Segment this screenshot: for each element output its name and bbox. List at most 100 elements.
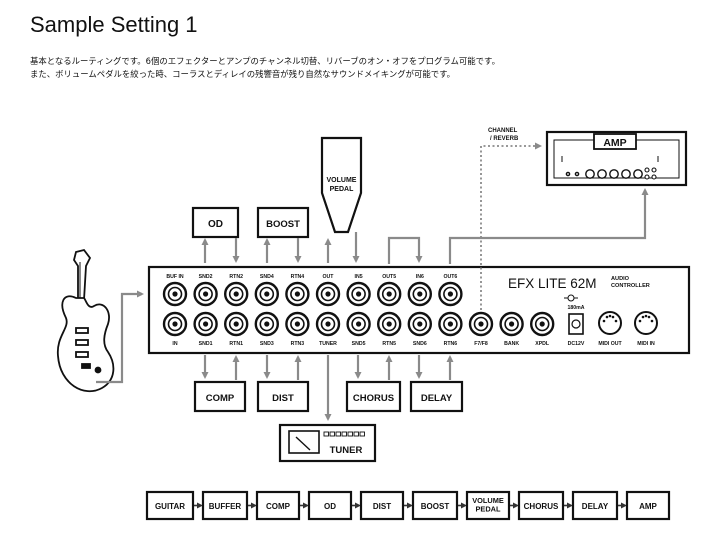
jack-rtn1[interactable]: RTN1 — [223, 311, 249, 347]
amp-knob-icon — [597, 169, 607, 179]
effect-chorus: CHORUS — [345, 380, 402, 413]
power-rating: 180mA — [567, 305, 584, 311]
jack-out[interactable]: OUT — [315, 274, 341, 307]
svg-text:DIST: DIST — [272, 393, 294, 404]
svg-text:COMP: COMP — [206, 393, 235, 404]
jack-snd4-label: SND4 — [260, 274, 274, 280]
amp-jack-icon — [651, 174, 657, 180]
amp-knob-icon — [609, 169, 619, 179]
jack-in5[interactable]: IN5 — [346, 274, 371, 307]
chain-step: COMP — [255, 490, 301, 521]
jack-tuner-label: TUNER — [319, 341, 337, 347]
description-line-1: 基本となるルーティングです。6個のエフェクターとアンプのチャンネル切替、リバーブ… — [30, 56, 500, 66]
svg-text:TUNER: TUNER — [330, 445, 363, 456]
jack-rtn6[interactable]: RTN6 — [438, 311, 463, 347]
jack-rtn3[interactable]: RTN3 — [285, 311, 310, 347]
chain-step: DELAY — [571, 490, 619, 521]
top-jack-row: BUF IN SND2 RTN2 SND4 RTN4 OUT IN5 OUT5 IN6 OUT6 — [162, 274, 463, 307]
chain-step: GUITAR — [145, 490, 195, 521]
jack-rtn3-label: RTN3 — [291, 341, 305, 347]
controller-subtitle-2: CONTROLLER — [611, 283, 650, 289]
jack-snd1-label: SND1 — [199, 341, 213, 347]
jack-buf-in[interactable]: BUF IN — [162, 274, 188, 307]
jack-snd1[interactable]: SND1 — [193, 311, 218, 347]
jack-rtn6-label: RTN6 — [444, 341, 458, 347]
bottom-jack-row: IN SND1 RTN1 SND3 RTN3 TUNER SND5 RTN5 SND6 RTN6 F… — [162, 311, 555, 347]
svg-text:DELAY: DELAY — [582, 502, 609, 511]
jack-buf-in-label: BUF IN — [166, 274, 184, 280]
svg-text:OD: OD — [324, 502, 336, 511]
power-label: DC12V — [568, 341, 585, 347]
chain-step: BOOST — [411, 490, 459, 521]
jack-rtn4-label: RTN4 — [291, 274, 305, 280]
amp-jack-icon — [644, 167, 650, 173]
jack-in-label: IN — [172, 341, 177, 347]
amp-jack-icon — [644, 174, 650, 180]
jack-in6-label: IN6 — [416, 274, 424, 280]
svg-text:DELAY: DELAY — [421, 393, 453, 404]
jack-rtn2[interactable]: RTN2 — [223, 274, 249, 307]
jack-xpdl-label: XPDL — [535, 341, 550, 347]
tuner-meter-icon — [288, 430, 320, 454]
effect-comp: COMP — [193, 380, 247, 413]
jack-rtn1-label: RTN1 — [229, 341, 243, 347]
tuner-unit: TUNER — [278, 423, 377, 463]
svg-text:COMP: COMP — [266, 502, 291, 511]
svg-text:GUITAR: GUITAR — [155, 502, 185, 511]
jack-snd2-label: SND2 — [199, 274, 213, 280]
volume-pedal: VOLUME PEDAL — [320, 136, 363, 234]
jack-snd5[interactable]: SND5 — [346, 311, 371, 347]
svg-text:CHORUS: CHORUS — [524, 502, 559, 511]
jack-xpdl[interactable]: XPDL — [530, 311, 555, 347]
jack-rtn2-label: RTN2 — [229, 274, 243, 280]
jack-snd4[interactable]: SND4 — [254, 274, 279, 307]
svg-text:CHORUS: CHORUS — [353, 393, 394, 404]
midi-in-port[interactable]: MIDI IN — [634, 311, 658, 347]
jack-in[interactable]: IN — [162, 311, 188, 347]
chain-step: BUFFER — [201, 490, 249, 521]
effect-delay: DELAY — [409, 380, 464, 413]
jack-rtn5-label: RTN5 — [382, 341, 396, 347]
jack-out-label: OUT — [323, 274, 335, 280]
jack-in6[interactable]: IN6 — [407, 274, 432, 307]
svg-text:VOLUME: VOLUME — [327, 177, 357, 184]
chain-step: AMP — [625, 490, 671, 521]
chain-step: CHORUS — [517, 490, 565, 521]
jack-snd3[interactable]: SND3 — [254, 311, 279, 347]
midi-out-port[interactable]: MIDI OUT — [598, 311, 623, 347]
dc-power-jack[interactable]: 180mA DC12V — [564, 294, 585, 347]
svg-text:DIST: DIST — [373, 502, 391, 511]
svg-text:PEDAL: PEDAL — [330, 186, 354, 193]
jack-out5[interactable]: OUT5 — [377, 274, 402, 307]
svg-text:PEDAL: PEDAL — [475, 505, 501, 514]
svg-text:BOOST: BOOST — [266, 219, 300, 230]
jack-out5-label: OUT5 — [382, 274, 396, 280]
amp-jack-icon — [651, 167, 657, 173]
jack-snd6-label: SND6 — [413, 341, 427, 347]
chain-step: DIST — [359, 490, 405, 521]
jack-bank-label: BANK — [504, 341, 519, 347]
channel-reverb-label-1: CHANNEL — [488, 128, 518, 134]
controller-model: EFX LITE 62M — [508, 276, 597, 291]
jack-snd2[interactable]: SND2 — [193, 274, 218, 307]
jack-rtn5[interactable]: RTN5 — [377, 311, 402, 347]
channel-reverb-label-2: / REVERB — [490, 136, 519, 142]
jack-rtn4[interactable]: RTN4 — [285, 274, 310, 307]
jack-snd3-label: SND3 — [260, 341, 274, 347]
jack-bank[interactable]: BANK — [499, 311, 524, 347]
jack-snd6[interactable]: SND6 — [407, 311, 432, 347]
jack-snd5-label: SND5 — [352, 341, 366, 347]
chain-step: OD — [307, 490, 353, 521]
midi-in-label: MIDI IN — [637, 341, 655, 347]
jack-out6[interactable]: OUT6 — [438, 274, 463, 307]
amp-knob-icon — [633, 169, 643, 179]
guitar-icon — [57, 248, 115, 393]
jack-f7-f8[interactable]: F7/F8 — [468, 311, 494, 347]
midi-out-label: MIDI OUT — [598, 341, 622, 347]
jack-tuner[interactable]: TUNER — [315, 311, 341, 347]
svg-text:BUFFER: BUFFER — [209, 502, 242, 511]
amp-unit: AMP — [545, 130, 688, 187]
effect-dist: DIST — [256, 380, 310, 413]
